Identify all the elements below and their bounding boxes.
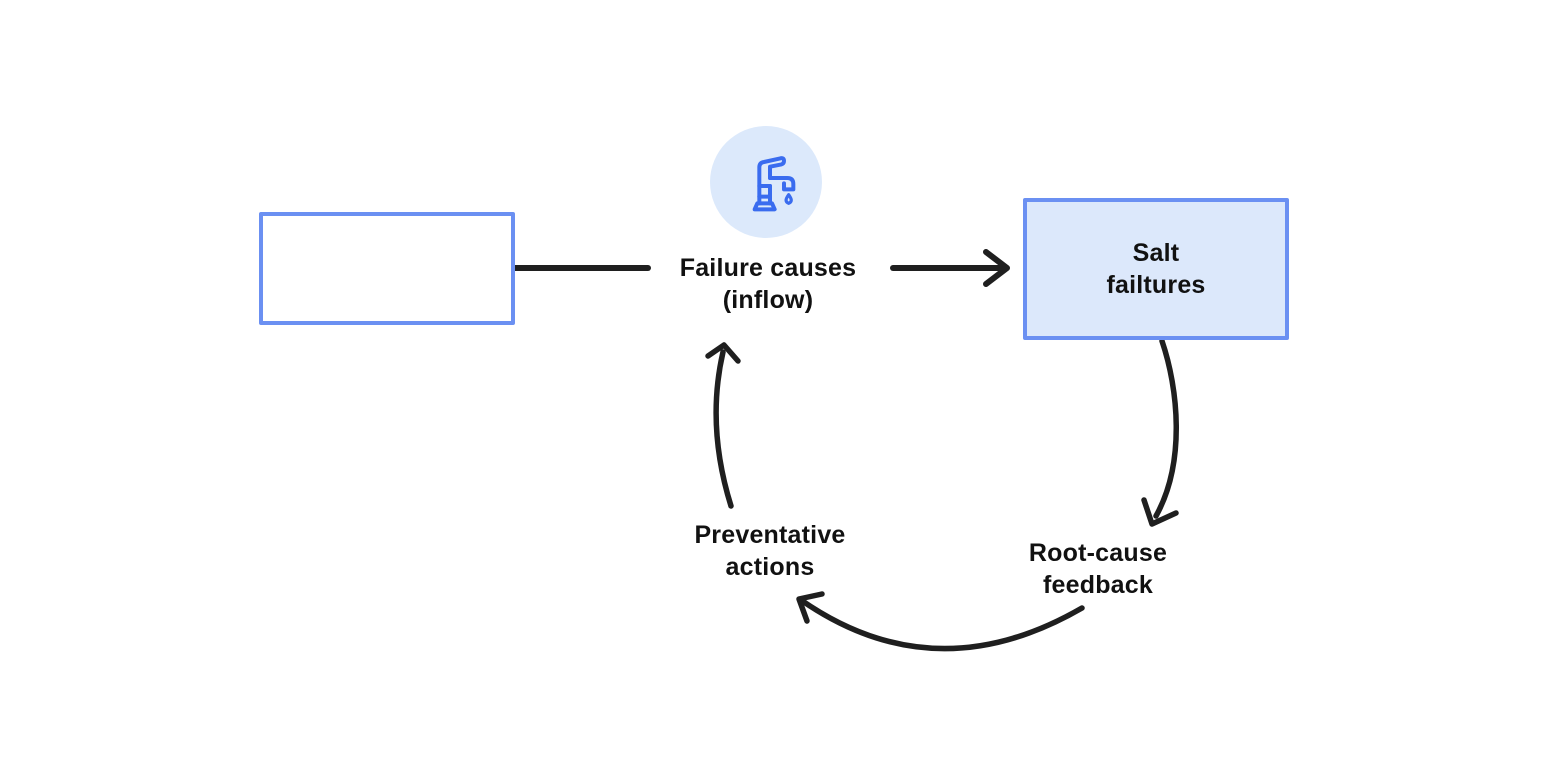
inflow-label: Failure causes (inflow) xyxy=(618,252,918,316)
stock-box: Salt failtures xyxy=(1023,198,1289,340)
root-cause-label-line1: Root-cause xyxy=(1028,539,1168,567)
root-cause-label-line2: feedback xyxy=(1043,571,1153,599)
arrowhead-stock-to-rootcause xyxy=(1141,497,1179,527)
preventative-label-line1: Preventative xyxy=(694,521,846,549)
faucet-icon xyxy=(752,156,796,212)
preventative-label-line2: actions xyxy=(725,553,815,581)
stock-box-label-line2: failtures xyxy=(1106,271,1206,299)
source-box xyxy=(259,212,515,325)
inflow-label-line2: (inflow) xyxy=(722,286,814,314)
stock-box-label: Salt failtures xyxy=(1106,237,1205,301)
arrowhead-preventative-to-inflow xyxy=(705,342,741,364)
faucet-icon-circle xyxy=(710,126,822,238)
stock-box-label-line1: Salt xyxy=(1132,239,1180,267)
connector-preventative-to-inflow xyxy=(713,349,734,509)
preventative-label: Preventative actions xyxy=(620,519,920,583)
arrowhead-inflow-to-stock xyxy=(983,249,1010,287)
root-cause-label: Root-cause feedback xyxy=(948,537,1248,601)
connector-stock-to-rootcause xyxy=(1153,338,1179,519)
inflow-label-line1: Failure causes xyxy=(679,254,857,282)
arrowhead-rootcause-to-preventative xyxy=(796,591,825,624)
connector-rootcause-to-preventative xyxy=(798,597,1085,652)
